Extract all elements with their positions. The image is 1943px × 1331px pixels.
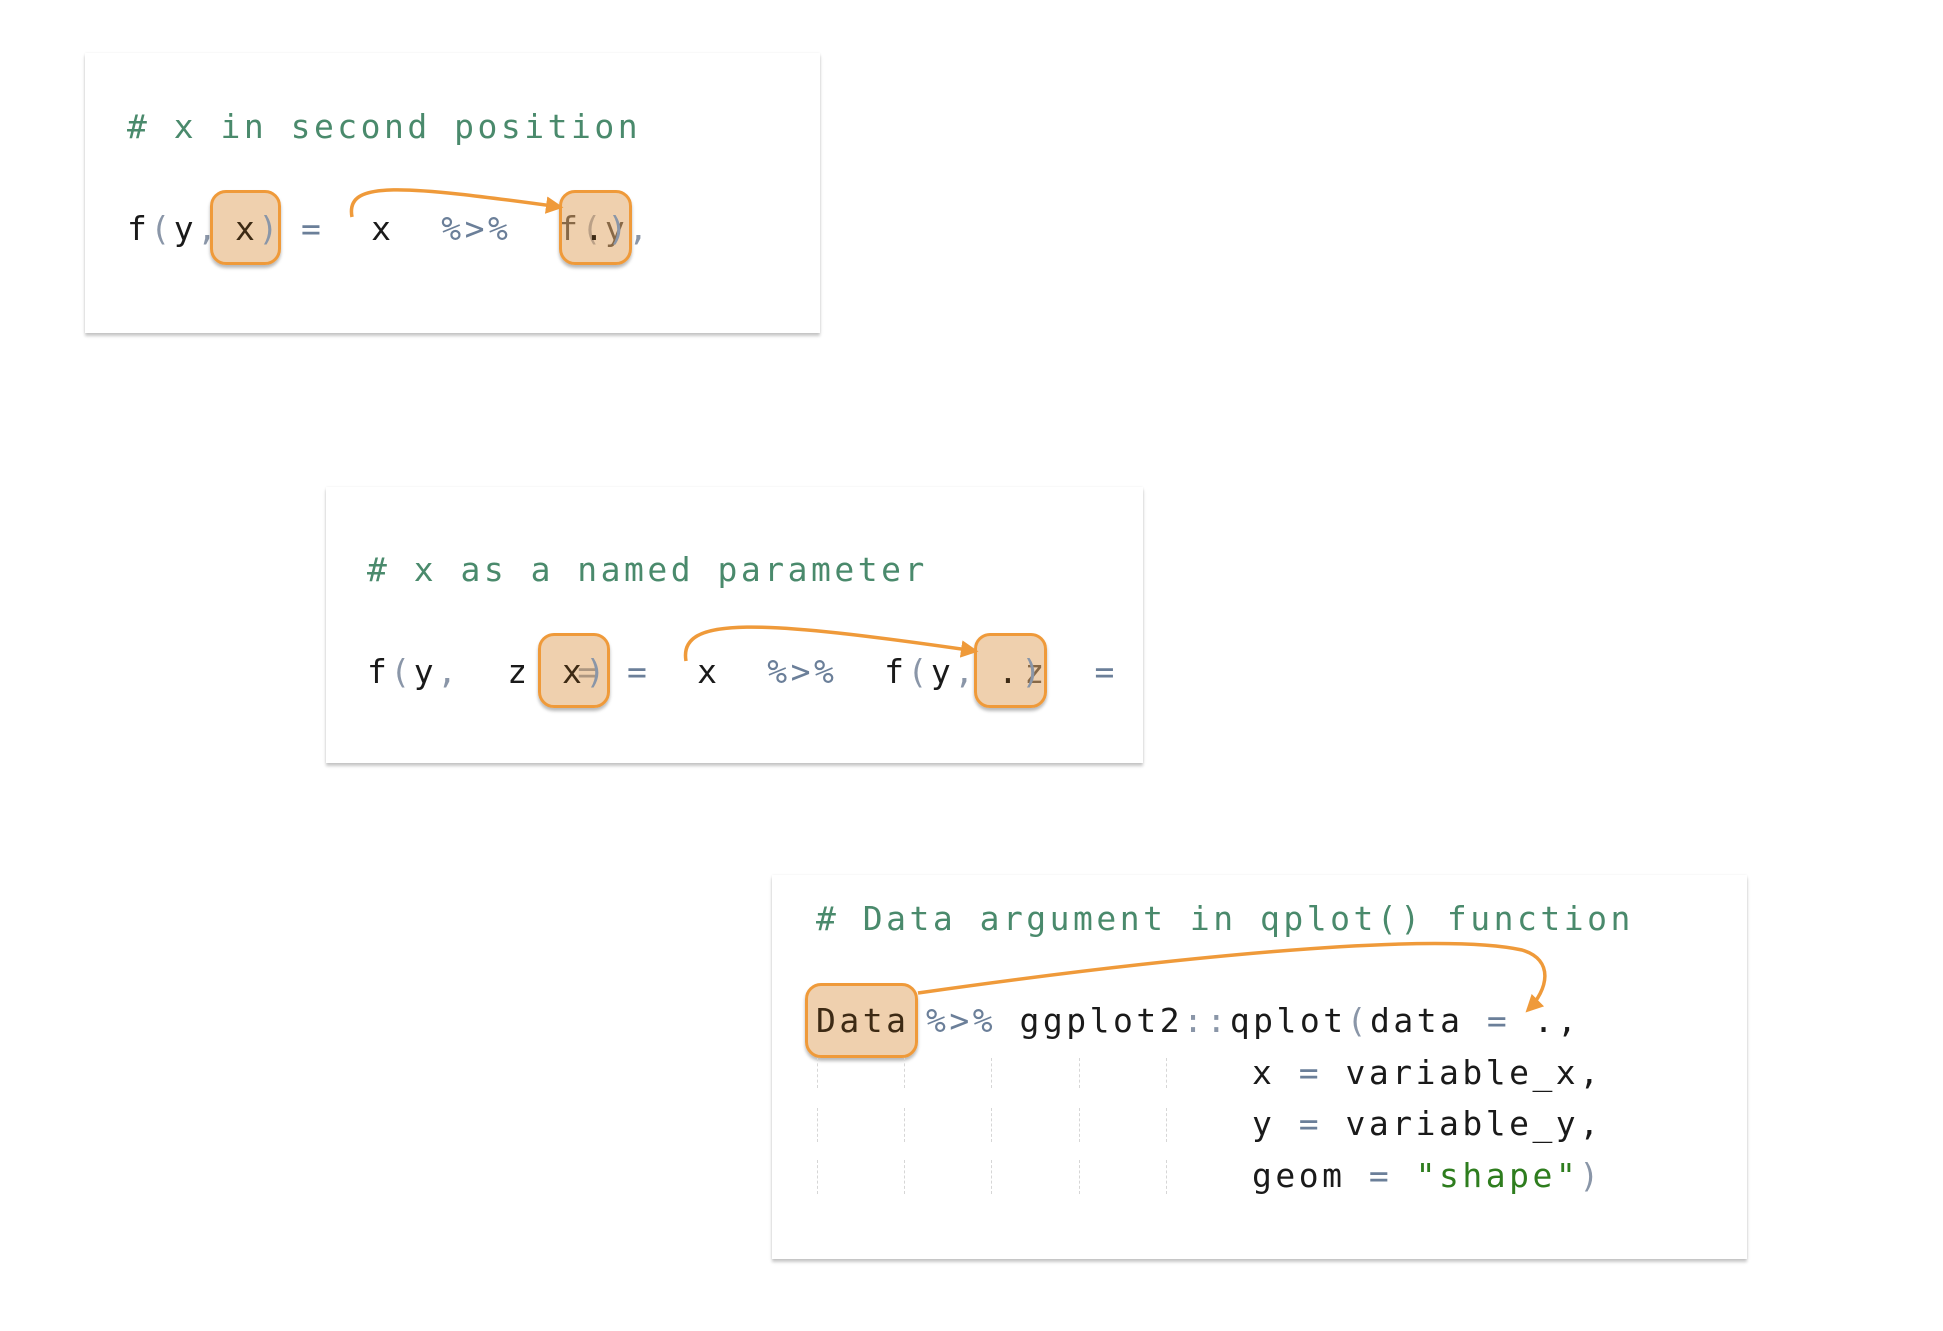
- highlight-dot-named-placeholder: [974, 633, 1047, 708]
- indent-guide: [904, 1108, 905, 1142]
- indent-guide: [1166, 1160, 1167, 1194]
- code-line-qplot-3: y = variable_y,: [1252, 1104, 1603, 1143]
- indent-guide: [904, 1160, 905, 1194]
- highlight-x-named-label: x): [562, 652, 609, 691]
- indent-guide: [817, 1058, 818, 1088]
- highlight-x-argument: [210, 190, 281, 265]
- code-card-qplot: [772, 875, 1747, 1259]
- highlight-dot-placeholder: [559, 190, 632, 265]
- indent-guide: [1079, 1160, 1080, 1194]
- code-card-named-parameter: [326, 487, 1143, 763]
- indent-guide: [817, 1108, 818, 1142]
- highlight-dot-label: .): [584, 209, 631, 248]
- indent-guide: [991, 1058, 992, 1088]
- comment-second-position: # x in second position: [127, 107, 642, 146]
- comment-named-parameter: # x as a named parameter: [367, 550, 928, 589]
- highlight-x-named-argument: [538, 633, 610, 708]
- indent-guide: [904, 1058, 905, 1088]
- code-line-second-position: f(y,: [127, 209, 221, 248]
- highlight-data-object: [805, 983, 918, 1058]
- code-line-qplot-1: %>% ggplot2::qplot(data = .,: [926, 1001, 1581, 1040]
- indent-guide: [1079, 1058, 1080, 1088]
- highlight-x-label: x): [235, 209, 282, 248]
- indent-guide: [991, 1108, 992, 1142]
- code-line-qplot-2: x = variable_x,: [1252, 1053, 1603, 1092]
- highlight-dot-named-label: .): [998, 652, 1045, 691]
- code-card-second-position: [85, 53, 820, 333]
- indent-guide: [817, 1160, 818, 1194]
- indent-guide: [1166, 1058, 1167, 1088]
- indent-guide: [1166, 1108, 1167, 1142]
- highlight-data-label: Data: [816, 1001, 910, 1040]
- code-line-qplot-4: geom = "shape"): [1252, 1156, 1603, 1195]
- comment-qplot: # Data argument in qplot() function: [816, 899, 1634, 938]
- indent-guide: [1079, 1108, 1080, 1142]
- indent-guide: [991, 1160, 992, 1194]
